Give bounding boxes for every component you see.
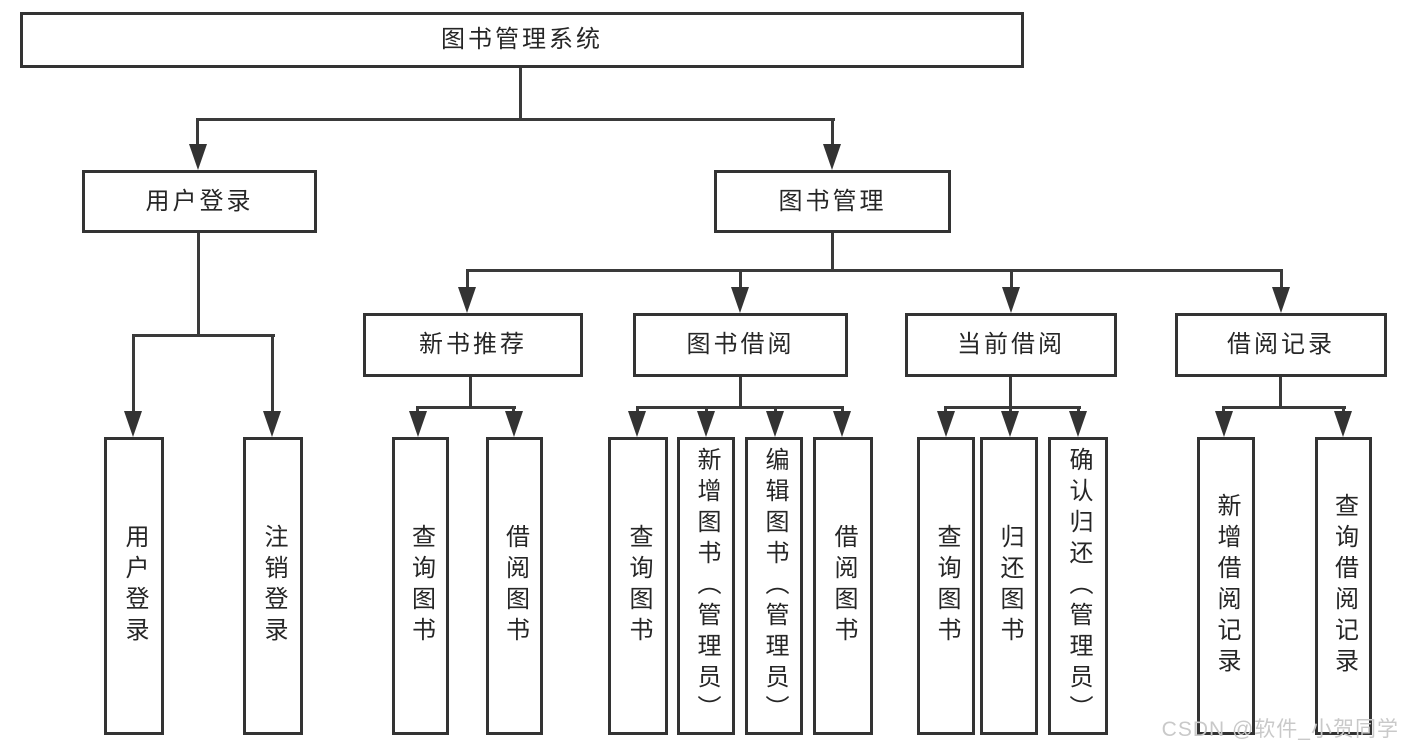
- node-library-system: 图书管理系统: [20, 12, 1024, 68]
- v-line: [841, 406, 844, 415]
- csdn-watermark: CSDN @软件_小贺同学: [1161, 718, 1399, 741]
- node-book-borrow: 图书借阅: [633, 313, 848, 377]
- arrowhead: [1215, 411, 1233, 437]
- v-line: [636, 406, 639, 415]
- v-line: [739, 269, 742, 291]
- v-line: [1077, 406, 1080, 415]
- v-line: [196, 118, 199, 148]
- leaf-logout: 注销登录: [243, 437, 303, 735]
- v-line: [132, 334, 135, 414]
- h-line: [466, 269, 1283, 272]
- arrowhead: [937, 411, 955, 437]
- h-line: [416, 406, 516, 409]
- node-new-book-recommend: 新书推荐: [363, 313, 583, 377]
- v-line: [1009, 377, 1012, 408]
- v-line: [197, 233, 200, 336]
- leaf-add-borrow-record: 新增借阅记录: [1197, 437, 1255, 735]
- arrowhead: [1272, 287, 1290, 313]
- arrowhead: [766, 411, 784, 437]
- v-line: [1280, 269, 1283, 291]
- arrowhead: [1001, 411, 1019, 437]
- v-line: [512, 406, 515, 415]
- arrowhead: [409, 411, 427, 437]
- h-line: [132, 334, 275, 337]
- leaf-add-books-admin: 新增图书（管理员）: [677, 437, 735, 735]
- v-line: [705, 406, 708, 415]
- node-borrow-records: 借阅记录: [1175, 313, 1387, 377]
- arrowhead: [1334, 411, 1352, 437]
- node-current-borrow: 当前借阅: [905, 313, 1117, 377]
- leaf-query-books-recommend: 查询图书: [392, 437, 449, 735]
- h-line: [1222, 406, 1346, 409]
- arrowhead: [505, 411, 523, 437]
- leaf-query-books-borrow: 查询图书: [608, 437, 668, 735]
- leaf-query-borrow-record: 查询借阅记录: [1315, 437, 1372, 735]
- leaf-user-login: 用户登录: [104, 437, 164, 735]
- h-line: [197, 118, 835, 121]
- leaf-confirm-return-admin: 确认归还（管理员）: [1048, 437, 1108, 735]
- v-line: [831, 118, 834, 148]
- leaf-return-books: 归还图书: [980, 437, 1038, 735]
- arrowhead: [263, 411, 281, 437]
- v-line: [1009, 406, 1012, 415]
- h-line: [944, 406, 1081, 409]
- arrowhead: [1069, 411, 1087, 437]
- arrowhead: [458, 287, 476, 313]
- v-line: [466, 269, 469, 291]
- h-line: [636, 406, 844, 409]
- arrowhead: [124, 411, 142, 437]
- leaf-edit-books-admin: 编辑图书（管理员）: [745, 437, 803, 735]
- v-line: [739, 377, 742, 408]
- arrowhead: [823, 144, 841, 170]
- leaf-query-books-current: 查询图书: [917, 437, 975, 735]
- v-line: [831, 233, 834, 271]
- arrowhead: [189, 144, 207, 170]
- v-line: [1342, 406, 1345, 415]
- v-line: [1010, 269, 1013, 291]
- arrowhead: [697, 411, 715, 437]
- leaf-borrow-books: 借阅图书: [813, 437, 873, 735]
- v-line: [519, 68, 522, 121]
- v-line: [416, 406, 419, 415]
- node-user-login: 用户登录: [82, 170, 317, 233]
- v-line: [774, 406, 777, 415]
- v-line: [1279, 377, 1282, 408]
- leaf-borrow-books-recommend: 借阅图书: [486, 437, 543, 735]
- v-line: [469, 377, 472, 408]
- v-line: [271, 334, 274, 414]
- v-line: [944, 406, 947, 415]
- arrowhead: [731, 287, 749, 313]
- v-line: [1222, 406, 1225, 415]
- arrowhead: [1002, 287, 1020, 313]
- node-book-management: 图书管理: [714, 170, 951, 233]
- arrowhead: [833, 411, 851, 437]
- arrowhead: [628, 411, 646, 437]
